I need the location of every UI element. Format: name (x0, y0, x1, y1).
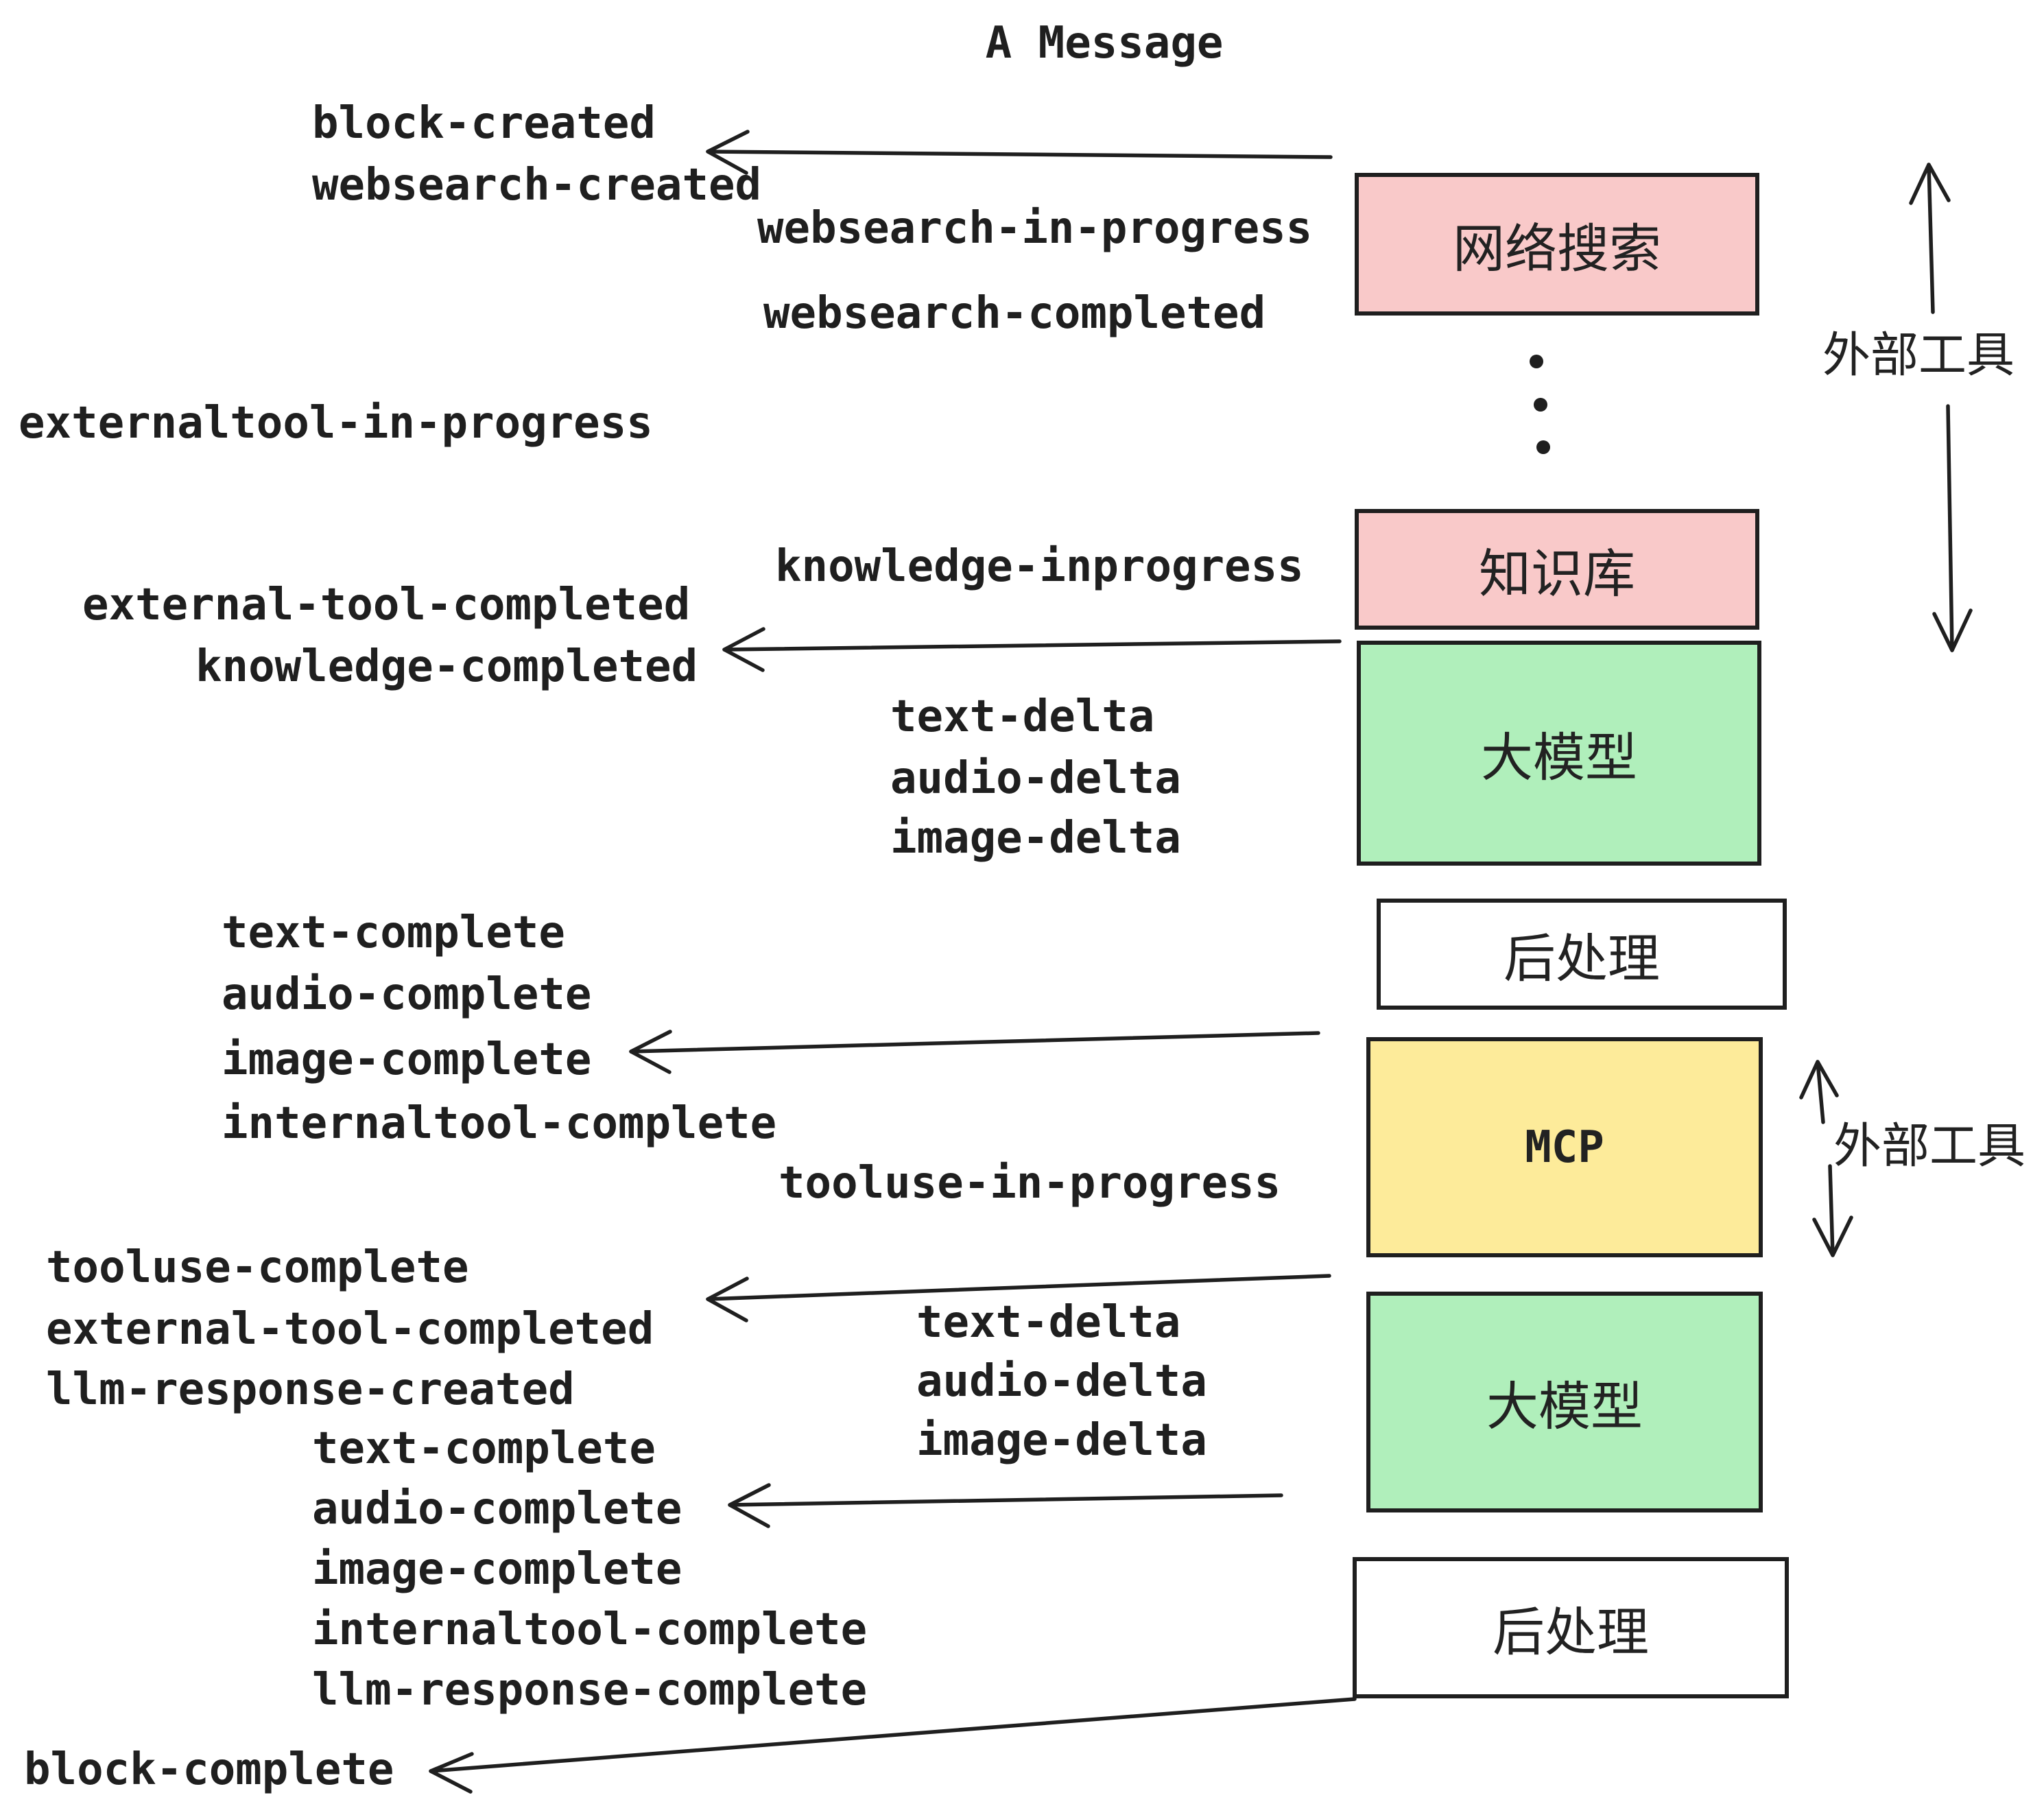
event-label-tooluse-in-progress: tooluse-in-progress (779, 1158, 1281, 1209)
event-label-text-delta-2: text-delta (916, 1297, 1181, 1348)
event-label-block-complete: block-complete (24, 1744, 394, 1795)
event-label-text-complete-1: text-complete (222, 907, 565, 958)
event-label-knowledge-completed: knowledge-completed (195, 641, 698, 692)
event-label-websearch-created: websearch-created (312, 160, 762, 211)
box-mcp-label: MCP (1525, 1121, 1604, 1173)
box-postprocess-2-label: 后处理 (1493, 1604, 1649, 1662)
event-label-external-tool-completed-1: external-tool-completed (82, 580, 691, 630)
page-title: A Message (985, 18, 1224, 69)
box-llm-2: 大模型 (1366, 1292, 1763, 1512)
box-mcp: MCP (1366, 1037, 1763, 1257)
event-label-audio-complete-2: audio-complete (312, 1484, 682, 1534)
event-label-websearch-completed: websearch-completed (763, 288, 1266, 339)
event-label-audio-delta-1: audio-delta (890, 753, 1181, 804)
event-label-knowledge-inprogress: knowledge-inprogress (775, 541, 1304, 592)
event-label-image-complete-2: image-complete (312, 1544, 682, 1595)
event-label-websearch-in-progress: websearch-in-progress (757, 203, 1313, 254)
external-tools-top-up-arrow (1909, 163, 1951, 314)
event-label-image-delta-2: image-delta (916, 1415, 1207, 1466)
event-label-audio-delta-2: audio-delta (916, 1356, 1207, 1407)
event-label-text-delta-1: text-delta (890, 691, 1155, 742)
vertical-ellipsis-dots (1530, 355, 1550, 454)
external-tools-top-down-arrow (1932, 404, 1973, 652)
event-label-llm-response-created: llm-response-created (46, 1364, 575, 1415)
event-label-block-created: block-created (312, 98, 656, 149)
box-postprocess-1: 后处理 (1377, 899, 1787, 1010)
box-knowledge-label: 知识库 (1479, 545, 1635, 604)
event-label-internaltool-complete-2: internaltool-complete (312, 1604, 868, 1655)
event-label-llm-response-complete: llm-response-complete (312, 1665, 868, 1716)
label-external-tools-top: 外部工具 (1822, 328, 2015, 382)
box-knowledge: 知识库 (1355, 509, 1759, 630)
label-external-tools-bottom: 外部工具 (1833, 1119, 2025, 1173)
arrow-audio-complete (728, 1483, 1283, 1528)
external-tools-bottom-up-arrow (1799, 1060, 1839, 1124)
event-label-tooluse-complete: tooluse-complete (46, 1242, 469, 1293)
event-label-internaltool-complete-1: internaltool-complete (222, 1098, 777, 1149)
event-label-text-complete-2: text-complete (312, 1423, 656, 1474)
event-label-external-tool-completed-2: external-tool-completed (46, 1304, 654, 1355)
box-postprocess-1-label: 后处理 (1504, 930, 1660, 988)
event-label-audio-complete-1: audio-complete (222, 969, 592, 1020)
box-websearch-label: 网络搜索 (1453, 220, 1661, 278)
event-label-image-complete-1: image-complete (222, 1034, 592, 1085)
arrow-image-complete (629, 1030, 1320, 1074)
arrow-websearch-created (706, 130, 1333, 175)
event-label-externaltool-in-progress: externaltool-in-progress (19, 398, 653, 449)
box-llm-2-label: 大模型 (1486, 1378, 1643, 1436)
box-websearch: 网络搜索 (1355, 173, 1759, 316)
box-postprocess-2: 后处理 (1353, 1557, 1789, 1698)
box-llm-1-label: 大模型 (1481, 729, 1637, 787)
box-llm-1: 大模型 (1357, 641, 1761, 866)
event-label-image-delta-1: image-delta (890, 813, 1181, 864)
external-tools-bottom-down-arrow (1812, 1164, 1853, 1257)
arrow-knowledge-completed (722, 627, 1342, 672)
